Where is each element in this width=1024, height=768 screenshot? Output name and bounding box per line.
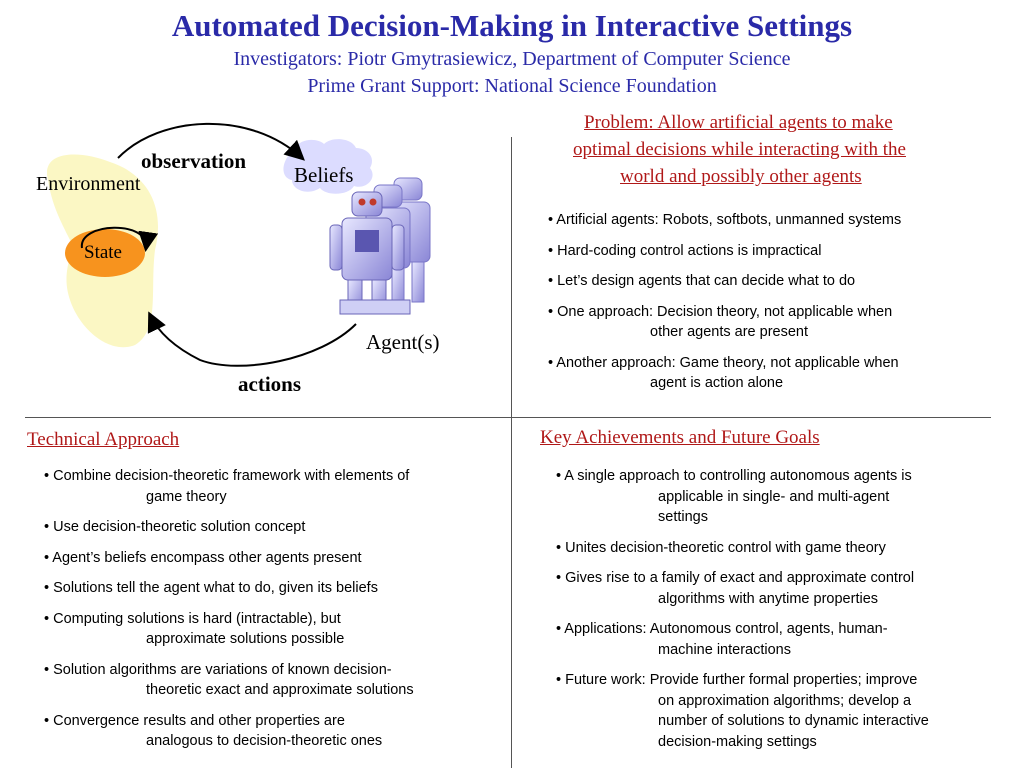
problem-line-3: world and possibly other agents (620, 166, 862, 187)
list-item: • Computing solutions is hard (intractab… (44, 610, 345, 648)
horizontal-divider (25, 417, 991, 418)
list-item: • Convergence results and other properti… (44, 712, 383, 750)
agent-environment-diagram (46, 122, 431, 367)
list-item: • Artificial agents: Robots, softbots, u… (548, 212, 902, 228)
list-item: • Gives rise to a family of exact and ap… (556, 570, 915, 607)
list-item: • Future work: Provide further formal pr… (556, 672, 929, 750)
list-item: • Agent’s beliefs encompass other agents… (44, 549, 362, 566)
problem-line-1: Problem: Allow artificial agents to make (584, 112, 893, 133)
observation-arrow (117, 122, 305, 161)
list-item: • Let’s design agents that can decide wh… (548, 273, 856, 289)
page-title: Automated Decision-Making in Interactive… (171, 8, 853, 43)
robot-icon (329, 177, 431, 315)
state-label: State (84, 242, 122, 263)
technical-approach-title: Technical Approach (27, 429, 180, 450)
investigators-line: Investigators: Piotr Gmytrasiewicz, Depa… (233, 48, 791, 70)
beliefs-label: Beliefs (294, 163, 354, 187)
list-item: • Solution algorithms are variations of … (44, 661, 414, 699)
agents-label: Agent(s) (366, 330, 440, 354)
problem-bullets: • Artificial agents: Robots, softbots, u… (548, 210, 1008, 404)
list-item: • A single approach to controlling auton… (556, 468, 912, 525)
list-item: • Another approach: Game theory, not app… (548, 354, 899, 392)
actions-arrow (147, 311, 357, 367)
problem-line-2: optimal decisions while interacting with… (573, 139, 906, 160)
list-item: • Unites decision-theoretic control with… (556, 539, 886, 556)
list-item: • Solutions tell the agent what to do, g… (44, 580, 378, 596)
environment-label: Environment (36, 173, 141, 195)
beliefs-cloud (283, 139, 373, 194)
actions-label: actions (238, 372, 301, 396)
achievements-title: Key Achievements and Future Goals (540, 427, 820, 448)
list-item: • Applications: Autonomous control, agen… (556, 621, 888, 658)
state-loop-arrow (80, 226, 159, 252)
technical-bullets: • Combine decision-theoretic framework w… (44, 466, 504, 762)
grant-line: Prime Grant Support: National Science Fo… (307, 75, 717, 97)
state-ellipse (65, 229, 145, 277)
list-item: • Hard-coding control actions is impract… (548, 242, 822, 259)
achievements-bullets: • A single approach to controlling auton… (556, 466, 1016, 762)
observation-label: observation (141, 149, 246, 173)
list-item: • One approach: Decision theory, not app… (548, 303, 893, 341)
vertical-divider (511, 137, 512, 768)
list-item: • Combine decision-theoretic framework w… (44, 468, 410, 505)
list-item: • Use decision-theoretic solution concep… (44, 519, 306, 535)
